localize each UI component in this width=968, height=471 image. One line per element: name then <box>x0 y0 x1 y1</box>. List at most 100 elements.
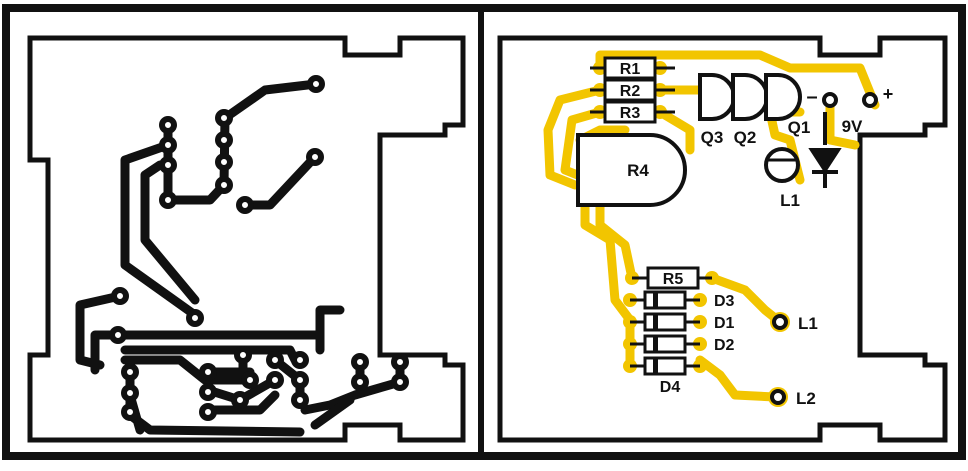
copper-track <box>595 50 880 110</box>
track <box>219 79 321 190</box>
diode-symbol <box>808 112 842 188</box>
pad <box>111 287 129 305</box>
pad <box>109 326 127 344</box>
diode-d2-body <box>643 334 687 354</box>
copper-track <box>655 107 695 155</box>
pad <box>291 371 309 389</box>
pad <box>391 353 409 371</box>
pad <box>199 363 217 381</box>
pad <box>391 373 409 391</box>
copper-track <box>825 95 860 150</box>
pad <box>215 176 233 194</box>
pad <box>291 391 309 409</box>
connector-l1 <box>772 314 788 330</box>
right-border <box>958 4 966 460</box>
left-board <box>27 35 466 443</box>
pad <box>121 363 139 381</box>
label-plus: + <box>883 84 894 104</box>
diode-bands <box>653 292 658 374</box>
track <box>200 390 280 415</box>
pad <box>121 384 139 402</box>
pad <box>159 156 177 174</box>
copper-track <box>543 85 605 190</box>
output-connectors <box>768 312 790 407</box>
label-out-l1: L1 <box>798 314 818 333</box>
battery-terminals <box>822 92 878 108</box>
pad <box>291 351 309 369</box>
left-pads <box>109 75 409 421</box>
label-q3: Q3 <box>701 128 724 147</box>
band <box>653 336 658 352</box>
label-r5: R5 <box>663 271 684 288</box>
label-r1: R1 <box>620 61 641 78</box>
pad <box>266 351 284 369</box>
label-supply: 9V <box>842 117 863 136</box>
terminal-minus <box>822 92 838 108</box>
pad <box>236 196 254 214</box>
diode-d4-body <box>643 356 687 376</box>
copper-track <box>695 355 780 402</box>
center-divider <box>478 10 484 454</box>
top-border <box>2 4 966 12</box>
lamp-l1 <box>764 147 800 183</box>
band <box>653 358 658 374</box>
label-r2: R2 <box>620 83 641 100</box>
pad <box>159 116 177 134</box>
transistor-q2-body <box>731 73 769 121</box>
pad <box>307 75 325 93</box>
transistor-q3-body <box>698 73 736 121</box>
track <box>310 395 355 430</box>
label-d3: D3 <box>714 293 735 310</box>
label-r4: R4 <box>627 161 649 180</box>
resistor-r2-body <box>603 78 657 102</box>
label-minus: – <box>806 86 817 108</box>
pad <box>241 371 259 389</box>
label-d2: D2 <box>714 337 735 354</box>
bottom-border <box>2 452 966 460</box>
left-border <box>2 4 10 460</box>
pad <box>234 346 252 364</box>
band <box>653 292 658 308</box>
pad <box>199 403 217 421</box>
label-l1: L1 <box>780 191 800 210</box>
band <box>653 314 658 330</box>
right-board <box>497 35 948 443</box>
label-d1: D1 <box>714 315 735 332</box>
resistor-r4-body <box>576 133 687 207</box>
pad <box>186 309 204 327</box>
pad <box>306 148 324 166</box>
pad <box>215 153 233 171</box>
diode-d1-body <box>643 312 687 332</box>
terminal-plus <box>862 92 878 108</box>
left-board-outline <box>27 35 466 443</box>
pad <box>231 391 249 409</box>
connector-l2 <box>770 389 786 405</box>
label-q2: Q2 <box>734 128 757 147</box>
label-d4: D4 <box>660 379 681 396</box>
diode-d3-body <box>643 290 687 310</box>
resistor-r5 <box>632 266 712 290</box>
right-board-outline <box>497 35 948 443</box>
pad <box>199 383 217 401</box>
transistors <box>698 73 802 121</box>
track <box>75 291 125 370</box>
resistor-bank <box>590 56 675 124</box>
pad <box>159 191 177 209</box>
pad <box>351 353 369 371</box>
resistor-r3-body <box>603 100 657 124</box>
pad <box>159 136 177 154</box>
label-r3: R3 <box>620 105 641 122</box>
label-out-l2: L2 <box>796 389 816 408</box>
transistor-q1-body <box>764 73 802 121</box>
pad <box>266 371 284 389</box>
resistor-r5-body <box>646 266 700 290</box>
pad <box>215 109 233 127</box>
track <box>120 140 200 320</box>
pad <box>351 373 369 391</box>
pad <box>215 131 233 149</box>
diode-triangle <box>808 148 842 174</box>
track <box>140 160 200 305</box>
resistor-r1-body <box>603 56 657 80</box>
